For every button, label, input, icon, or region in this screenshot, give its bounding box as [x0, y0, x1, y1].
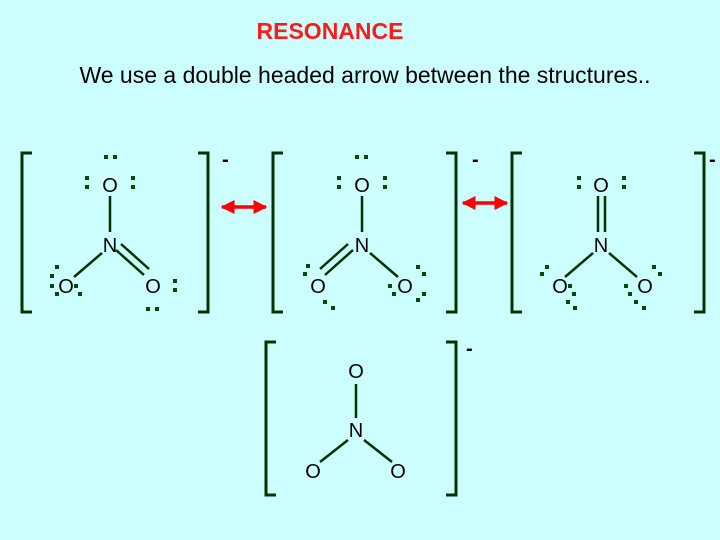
bond-left-single	[564, 252, 594, 278]
charge-label: -	[472, 149, 479, 171]
atom-left-oxygen: O	[305, 461, 321, 483]
right-bracket	[694, 151, 706, 314]
bond-right-double-a	[115, 249, 145, 276]
bond-left-double-a	[324, 249, 354, 276]
resonance-hybrid: - O N O O	[264, 338, 473, 497]
bond-right-double-b	[120, 243, 150, 270]
atom-right-oxygen: O	[145, 276, 161, 298]
structure-1: - O N O O	[20, 149, 229, 314]
atom-left-oxygen: O	[552, 276, 568, 298]
right-bracket	[446, 340, 458, 497]
lone-pairs	[50, 155, 177, 311]
atom-center-nitrogen: N	[103, 235, 117, 257]
page-title: RESONANCE	[256, 18, 404, 44]
page-subtitle: We use a double headed arrow between the…	[79, 62, 651, 88]
left-bracket	[264, 340, 276, 497]
bond-right-single	[608, 252, 638, 278]
atom-right-oxygen: O	[397, 276, 413, 298]
left-bracket	[271, 151, 283, 314]
charge-label: -	[709, 149, 716, 171]
lone-pairs	[303, 155, 426, 310]
charge-label: -	[466, 338, 473, 360]
lone-pairs	[540, 176, 662, 310]
left-bracket	[510, 151, 522, 314]
atom-center-nitrogen: N	[355, 235, 369, 257]
right-bracket	[198, 151, 210, 314]
atom-right-oxygen: O	[390, 461, 406, 483]
left-bracket	[20, 151, 32, 314]
bond-left-single	[319, 439, 349, 463]
bond-right-single	[369, 252, 399, 278]
charge-label: -	[222, 149, 229, 171]
atom-left-oxygen: O	[310, 276, 326, 298]
atom-top-oxygen: O	[354, 175, 370, 197]
atom-top-oxygen: O	[102, 175, 118, 197]
right-bracket	[446, 151, 458, 314]
atom-left-oxygen: O	[58, 276, 74, 298]
atom-top-oxygen: O	[348, 361, 364, 383]
atom-center-nitrogen: N	[349, 420, 363, 442]
bond-left-double-b	[319, 243, 349, 270]
structure-2: - O N O O	[271, 149, 479, 314]
atom-top-oxygen: O	[593, 175, 609, 197]
atom-center-nitrogen: N	[594, 235, 608, 257]
bond-left-single	[73, 252, 103, 278]
structure-3: - O N O O	[510, 149, 716, 314]
atom-right-oxygen: O	[637, 276, 653, 298]
bond-right-single	[363, 439, 393, 463]
